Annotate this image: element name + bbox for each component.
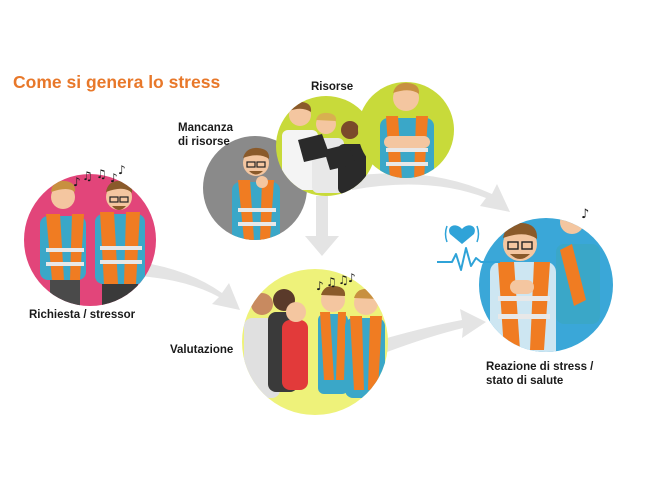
svg-text:♪: ♪ <box>581 207 589 222</box>
svg-text:♫: ♫ <box>82 169 93 183</box>
label-mancanza-line1: Mancanza <box>178 121 233 135</box>
svg-text:♫: ♫ <box>326 275 337 289</box>
svg-text:♪: ♪ <box>73 175 81 189</box>
arrow-valutazione-reazione <box>387 309 486 352</box>
svg-text:♪: ♪ <box>316 279 324 293</box>
arrow-mancanza-valutazione <box>305 196 339 256</box>
svg-text:♫: ♫ <box>96 167 107 181</box>
music-notes-icon: ♪ <box>581 207 589 222</box>
svg-text:♪: ♪ <box>110 171 118 185</box>
valutazione-illustration: ♪ ♫ ♫ ♪ <box>242 269 388 415</box>
label-mancanza-line2: di risorse <box>178 135 230 149</box>
risorse-worker-illustration <box>358 82 454 188</box>
label-richiesta: Richiesta / stressor <box>29 308 135 322</box>
heart-icon <box>446 225 479 244</box>
arrow-richiesta-valutazione <box>140 262 240 310</box>
richiesta-illustration: ♪ ♫ ♫ ♪ ♪ <box>24 163 156 324</box>
label-valutazione: Valutazione <box>170 343 233 357</box>
svg-text:♪: ♪ <box>348 271 356 285</box>
label-reazione-line2: stato di salute <box>486 374 563 388</box>
svg-text:♪: ♪ <box>118 163 126 177</box>
reazione-illustration: ♪ <box>479 207 613 362</box>
label-risorse: Risorse <box>311 80 353 94</box>
label-reazione-line1: Reazione di stress / <box>486 360 593 374</box>
arrow-risorse-reazione <box>352 173 510 212</box>
